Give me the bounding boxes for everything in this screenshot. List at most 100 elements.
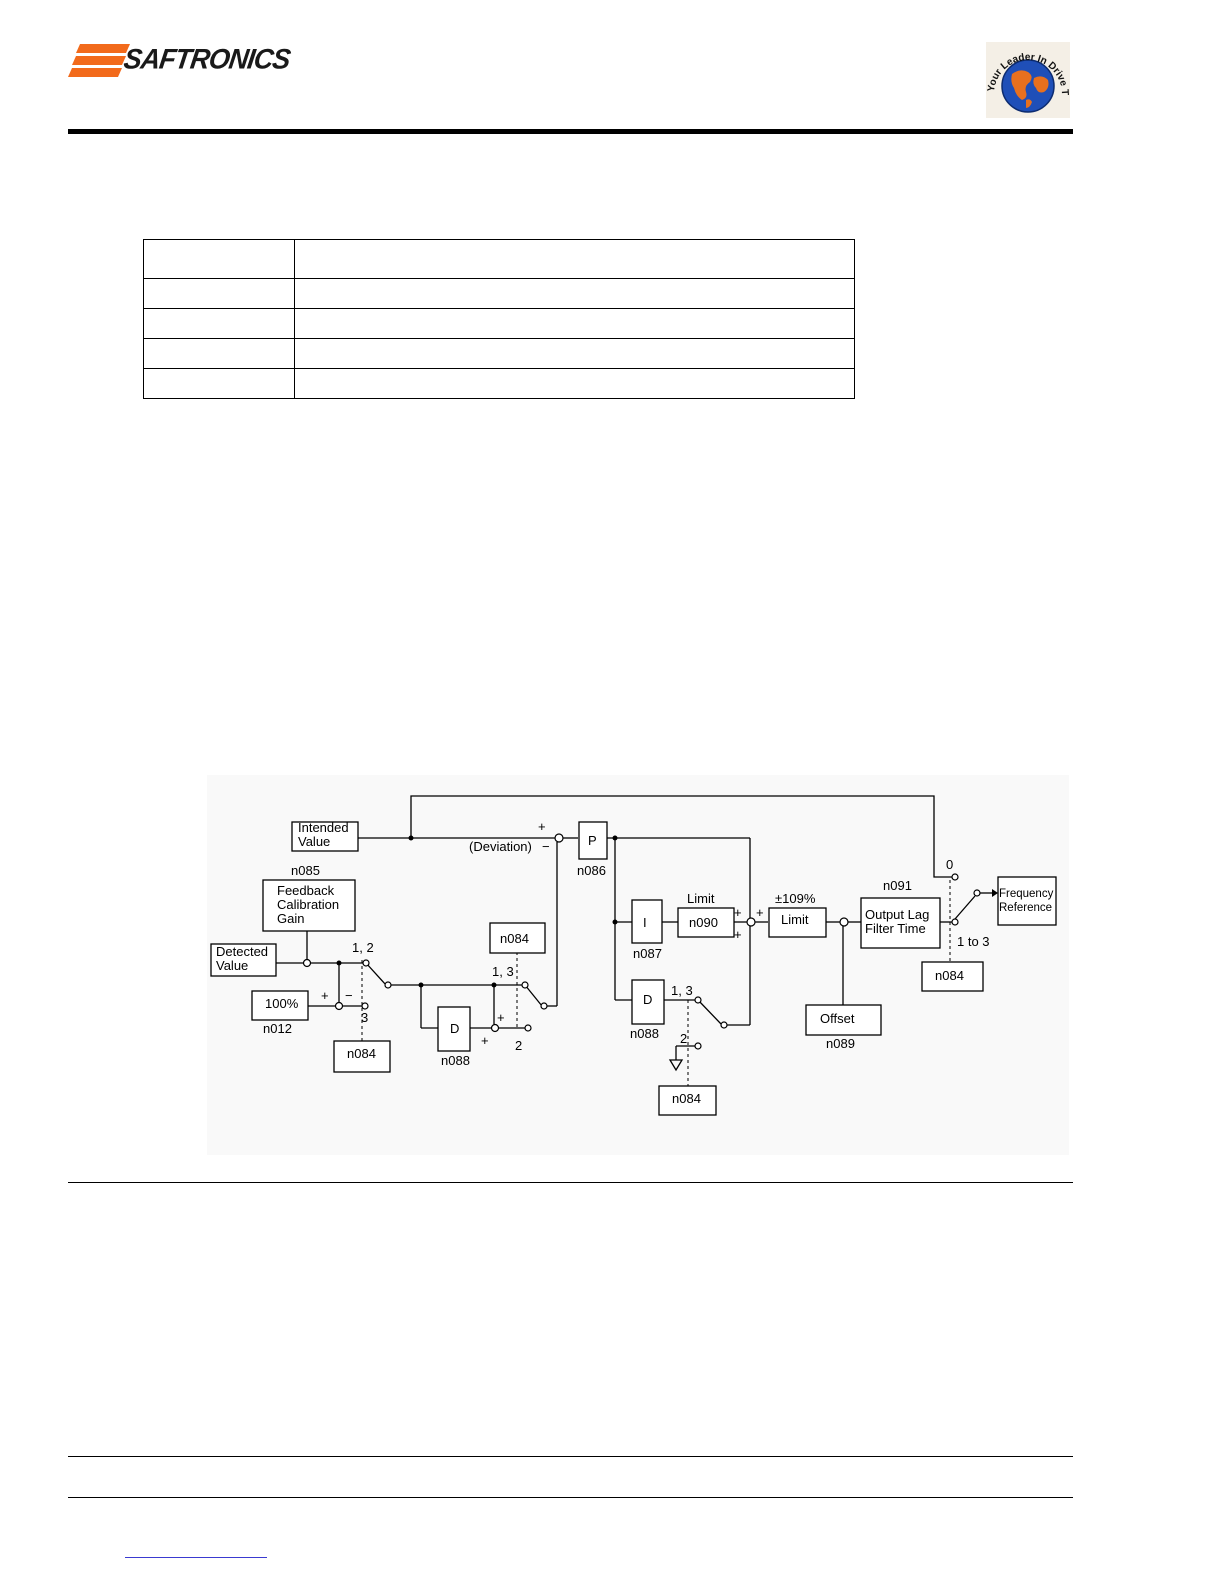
table-row	[143, 368, 855, 399]
parameter-table	[143, 239, 855, 399]
percent-100-label: 100%	[265, 996, 299, 1011]
n084-block-a	[333, 1040, 391, 1073]
n091-label: n091	[883, 878, 912, 893]
feedback-gain-label-3: Gain	[277, 911, 304, 926]
globe-emblem: Your Leader In Drive Technology	[979, 32, 1074, 120]
plus-sign: +	[734, 927, 742, 942]
footer-rule-bottom	[68, 1497, 1073, 1498]
globe-icon: Your Leader In Drive Technology	[979, 32, 1070, 118]
feedback-gain-label-1: Feedback	[277, 883, 335, 898]
switch-1-3-label-b: 1, 3	[671, 983, 693, 998]
table-cell	[294, 278, 855, 309]
logo-stripes-icon	[68, 44, 130, 77]
p-block	[578, 821, 608, 860]
limit-block-label: Limit	[781, 912, 809, 927]
limit-label-top: Limit	[687, 891, 715, 906]
pid-block-diagram: Intended Value + (Deviation) − P n086 n0…	[207, 775, 1069, 1155]
feedback-gain-label-2: Calibration	[277, 897, 339, 912]
plus-sign: +	[497, 1010, 505, 1025]
footer-rule-top	[68, 1456, 1073, 1457]
intended-value-label-2: Value	[298, 834, 330, 849]
switch-1-3-label-a: 1, 3	[492, 964, 514, 979]
diagram-blocks	[210, 821, 1057, 1116]
saftronics-logo: SAFTRONICS	[68, 42, 292, 82]
n084-block-b	[489, 922, 546, 954]
table-cell	[294, 338, 855, 369]
offset-block	[805, 1004, 882, 1036]
plus-sign: +	[481, 1033, 489, 1048]
n084-block-c	[658, 1085, 717, 1116]
switch-1-2-label: 1, 2	[352, 940, 374, 955]
n012-label: n012	[263, 1021, 292, 1036]
frequency-reference-block	[997, 876, 1057, 926]
output-lag-block	[860, 897, 941, 949]
table-cell	[143, 308, 295, 339]
deviation-label: (Deviation)	[469, 839, 532, 854]
diagram-wires	[276, 795, 992, 1060]
table-cell	[294, 239, 855, 279]
i-block-label: I	[643, 915, 647, 930]
d-block-b-label: D	[643, 992, 652, 1007]
table-cell	[294, 368, 855, 399]
n084-label-a: n084	[347, 1046, 376, 1061]
footer-link-underline[interactable]	[125, 1557, 267, 1558]
switch-2-label-b: 2	[680, 1031, 687, 1046]
n088-label-b: n088	[630, 1026, 659, 1041]
detected-value-block	[210, 943, 277, 977]
p-block-label: P	[588, 833, 597, 848]
i-block	[631, 899, 663, 944]
table-row	[143, 338, 855, 369]
n084-label-d: n084	[935, 968, 964, 983]
header-rule	[68, 129, 1073, 134]
switch-2-label-a: 2	[515, 1038, 522, 1053]
n087-label: n087	[633, 946, 662, 961]
table-cell	[143, 338, 295, 369]
pid-diagram-svg: Intended Value + (Deviation) − P n086 n0…	[210, 795, 1057, 1116]
output-arrow-icon	[992, 889, 998, 897]
junction-dots	[336, 835, 618, 988]
n084-label-c: n084	[672, 1091, 701, 1106]
detected-value-label-1: Detected	[216, 944, 268, 959]
d-block-b	[631, 979, 665, 1025]
limit-block	[768, 907, 827, 938]
output-lag-label-2: Filter Time	[865, 921, 926, 936]
n085-label: n085	[291, 863, 320, 878]
table-row	[143, 278, 855, 309]
n084-label-b: n084	[500, 931, 529, 946]
plus-minus-109-label: ±109%	[775, 891, 816, 906]
table-cell	[294, 308, 855, 339]
intended-value-block	[291, 821, 359, 852]
ground-arrow-icon	[668, 1059, 684, 1072]
minus-sign: −	[345, 988, 353, 1003]
output-lag-label-1: Output Lag	[865, 907, 929, 922]
switch-1-to-3-label: 1 to 3	[957, 934, 990, 949]
table-cell	[143, 368, 295, 399]
terminal-circles	[302, 833, 981, 1050]
diagram-labels: Intended Value + (Deviation) − P n086 n0…	[216, 819, 1054, 1106]
plus-sign: +	[756, 905, 764, 920]
intended-value-label-1: Intended	[298, 820, 349, 835]
frequency-reference-label-1: Frequency	[999, 888, 1054, 900]
table-cell	[143, 239, 295, 279]
section-rule	[68, 1182, 1073, 1183]
feedback-gain-block	[262, 879, 356, 932]
plus-sign: +	[321, 988, 329, 1003]
n088-label-a: n088	[441, 1053, 470, 1068]
minus-sign: −	[542, 839, 550, 854]
offset-label: Offset	[820, 1011, 855, 1026]
n086-label: n086	[577, 863, 606, 878]
n090-label: n090	[689, 915, 718, 930]
table-row	[143, 308, 855, 339]
n090-block	[677, 907, 735, 938]
switch-3-label: 3	[361, 1010, 368, 1025]
mode-dashed-lines	[361, 880, 951, 1087]
table-cell	[143, 278, 295, 309]
plus-sign: +	[734, 905, 742, 920]
n084-block-d	[921, 961, 984, 992]
logo-wordmark: SAFTRONICS	[121, 43, 292, 75]
plus-sign: +	[538, 819, 546, 834]
d-block-a	[437, 1006, 471, 1052]
d-block-a-label: D	[450, 1021, 459, 1036]
frequency-reference-label-2: Reference	[999, 902, 1052, 914]
detected-value-label-2: Value	[216, 958, 248, 973]
